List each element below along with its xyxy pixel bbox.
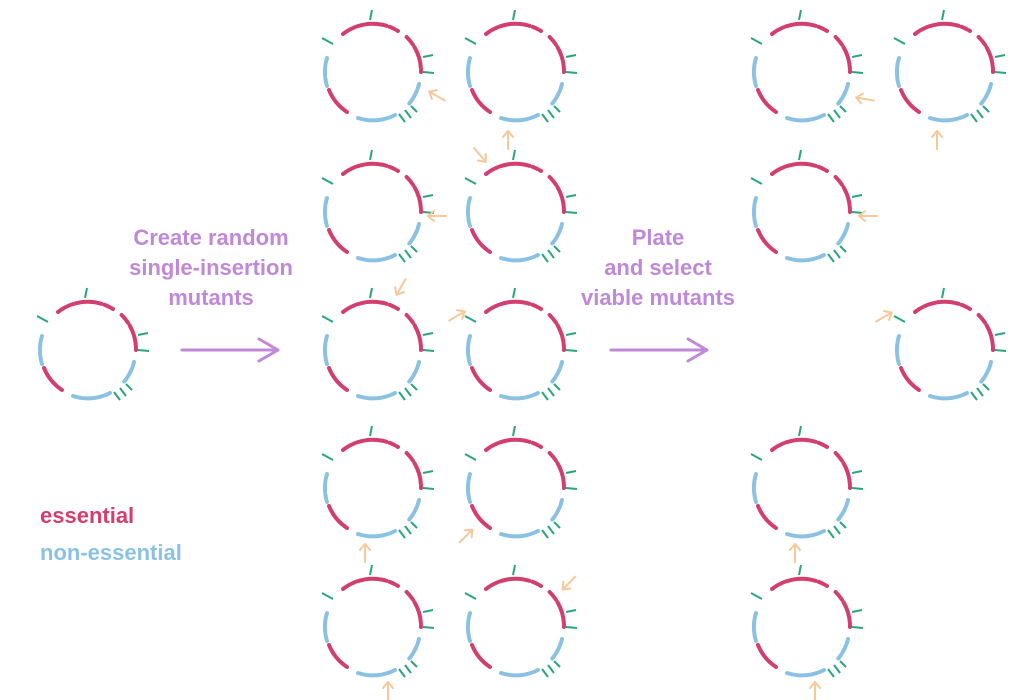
step-label-line: and select [604, 255, 712, 280]
mutant-genome [320, 424, 436, 540]
insertion-arrow-icon [854, 91, 876, 107]
process-arrow-1 [180, 337, 280, 363]
mutant-genome [463, 8, 579, 124]
step-label-line: Plate [631, 225, 685, 250]
insertion-arrow-icon [502, 130, 514, 150]
viable-genome [749, 8, 865, 124]
insertion-arrow-icon [427, 210, 447, 222]
viable-genome [749, 424, 865, 540]
insertion-arrow-icon [558, 572, 580, 594]
insertion-arrow-icon [931, 130, 943, 150]
viable-genome [892, 8, 1008, 124]
mutant-genome [320, 563, 436, 679]
step-label-line: single-insertion [129, 255, 293, 280]
insertion-arrow-icon [391, 275, 411, 299]
mutant-genome [320, 8, 436, 124]
step-label-line: mutants [168, 285, 254, 310]
viable-genome [892, 286, 1008, 402]
mutant-genome [320, 148, 436, 264]
insertion-arrow-icon [425, 86, 449, 106]
insertion-arrow-icon [809, 681, 821, 700]
process-arrow-2 [609, 337, 709, 363]
viable-genome [749, 148, 865, 264]
mutant-genome [463, 563, 579, 679]
insertion-arrow-icon [858, 210, 878, 222]
insertion-arrow-icon [455, 525, 477, 547]
insertion-arrow-icon [872, 307, 896, 327]
insertion-arrow-icon [382, 681, 394, 700]
insertion-arrow-icon [359, 543, 371, 563]
mutant-library [320, 8, 580, 700]
viable-mutants [749, 8, 1008, 700]
mutant-genome [320, 286, 436, 402]
viable-genome [749, 563, 865, 679]
step-label-selection: Plate and select viable mutants [553, 223, 763, 313]
step-label-line: viable mutants [580, 285, 736, 310]
legend-essential: essential [40, 503, 135, 528]
legend-non-essential: non-essential [40, 540, 182, 565]
insertion-arrow-icon [445, 306, 469, 326]
insertion-arrow-icon [789, 543, 801, 563]
mutant-genome [463, 424, 579, 540]
insertion-arrow-icon [469, 143, 491, 167]
step-label-line: Create random [133, 225, 289, 250]
step-label-mutagenesis: Create random single-insertion mutants [106, 223, 316, 313]
